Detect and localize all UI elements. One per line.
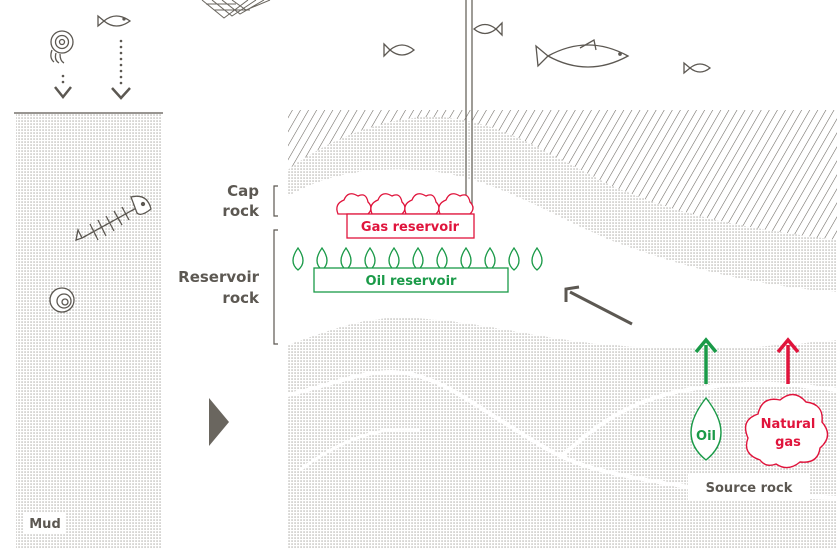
mud-label: Mud	[29, 517, 61, 532]
fish-icon	[684, 63, 710, 73]
cap-rock-label-line2: rock	[222, 202, 260, 220]
reservoir-rock-label-line2: rock	[222, 289, 260, 307]
gas-reservoir: Gas reservoir	[337, 194, 474, 238]
fish-icon	[474, 23, 502, 35]
sediment-arrow-left-icon	[55, 75, 71, 97]
time-arrow-icon	[209, 398, 229, 446]
oil-drop-label: Oil	[696, 429, 716, 444]
oil-reservoir: Oil reservoir	[293, 248, 542, 292]
reservoir-rock-label-line1: Reservoir	[178, 268, 259, 286]
fish-icon	[384, 44, 414, 56]
natural-gas-label-line1: Natural	[761, 417, 816, 432]
fish-icon	[536, 40, 628, 67]
fishing-net-icon	[202, 0, 270, 18]
ammonite-icon	[51, 31, 73, 63]
sea-fish-group	[384, 23, 710, 73]
side-brackets	[274, 186, 278, 344]
oil-reservoir-label: Oil reservoir	[366, 274, 458, 289]
sediment-arrow-right-icon	[112, 40, 130, 98]
natural-gas-label-line2: gas	[775, 435, 801, 450]
cap-rock-label-line1: Cap	[227, 182, 259, 200]
source-rock-label: Source rock	[706, 481, 793, 496]
sediment-column	[14, 113, 163, 548]
migration-arrow-icon	[566, 287, 632, 324]
fossil-shell-icon	[50, 288, 74, 312]
fish-icon	[98, 16, 130, 26]
gas-reservoir-label: Gas reservoir	[361, 220, 460, 235]
